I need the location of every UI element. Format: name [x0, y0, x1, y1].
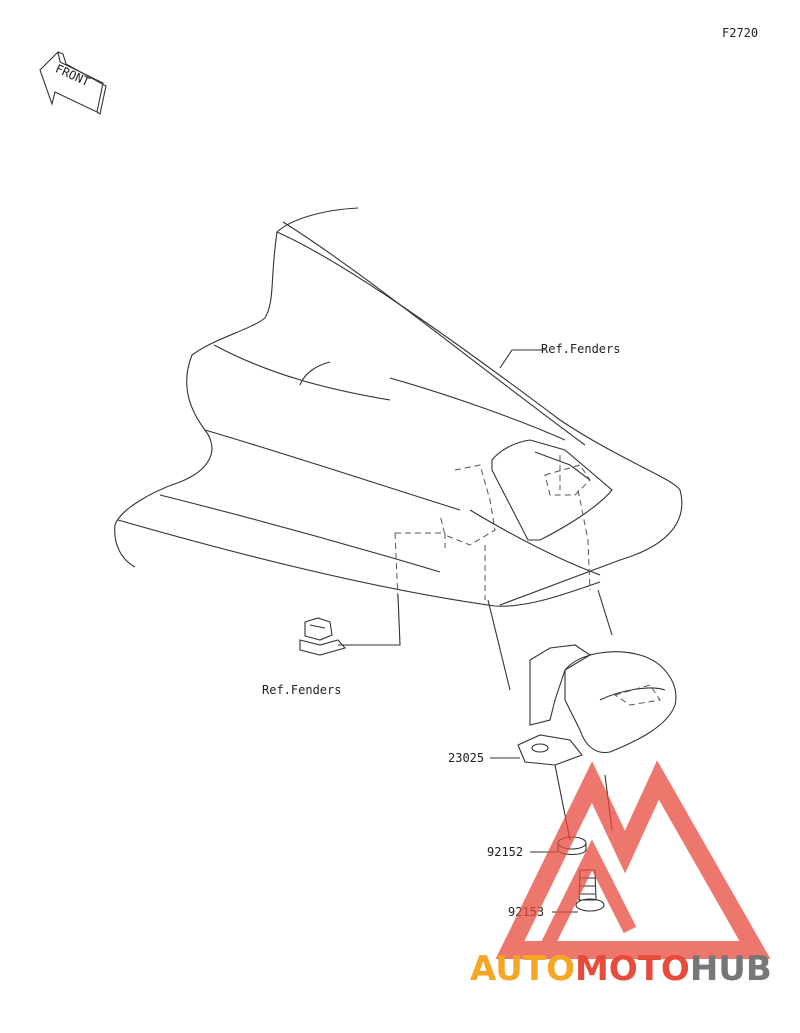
rear-fender-outline [114, 207, 683, 607]
clip-nut-part [299, 617, 346, 656]
hidden-lines [394, 455, 591, 601]
license-lamp-assembly [517, 644, 677, 766]
projection-line [597, 589, 613, 636]
lamp-opening [491, 439, 613, 541]
watermark-logo [495, 760, 771, 959]
front-label: FRONT [53, 62, 92, 89]
watermark-hub: HUB [690, 949, 772, 989]
logo-triangle-icon [495, 760, 771, 959]
watermark-text: AUTOMOTOHUB [470, 949, 772, 989]
watermark-moto: MOTO [575, 949, 690, 989]
label-ref-fenders-left: Ref.Fenders [262, 683, 341, 697]
leader-line-clip [338, 594, 401, 646]
label-part-92152: 92152 [487, 845, 523, 859]
front-arrow-icon: FRONT [39, 50, 107, 115]
label-part-23025: 23025 [448, 751, 484, 765]
watermark-auto: AUTO [470, 949, 575, 989]
leader-line [499, 349, 545, 369]
label-ref-fenders-top: Ref.Fenders [541, 342, 620, 356]
logo-inner-icon [538, 839, 637, 954]
figure-code: F2720 [722, 26, 758, 40]
projection-line [487, 599, 511, 691]
